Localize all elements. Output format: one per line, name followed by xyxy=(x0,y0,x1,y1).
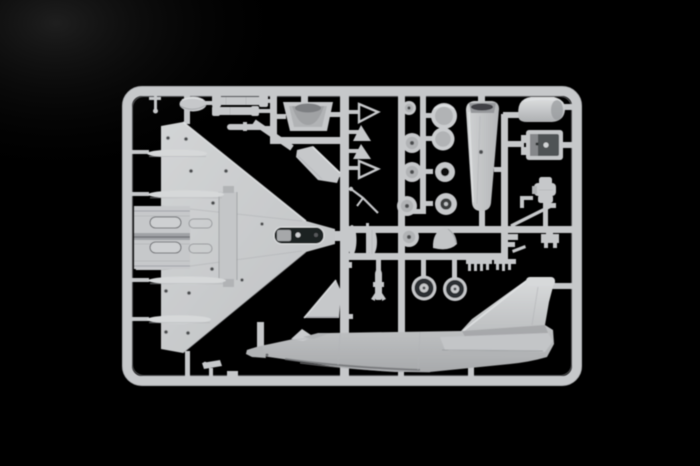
sprue-frame xyxy=(122,86,582,386)
part-door-hinges xyxy=(466,259,516,271)
part-wheel-hubs xyxy=(397,101,422,247)
part-tires xyxy=(431,103,457,151)
part-fuselage-side-tailfin xyxy=(246,277,555,373)
main-wheel-right xyxy=(443,277,467,301)
part-missile-rail-1 xyxy=(212,95,268,107)
part-airbrake xyxy=(296,146,341,183)
part-wheel-ring-open xyxy=(435,162,455,182)
exhaust-shelf xyxy=(134,206,190,269)
part-ejection-seat xyxy=(532,177,556,203)
cockpit-opening xyxy=(273,226,325,245)
part-missile-rail-2 xyxy=(212,106,259,116)
part-rod xyxy=(227,122,263,131)
part-exhaust-shroud xyxy=(283,102,333,131)
part-missile-fins xyxy=(353,102,381,180)
part-fuselage-top-delta-wing xyxy=(134,121,335,354)
part-main-wheels xyxy=(411,275,467,301)
part-blades xyxy=(347,223,377,255)
surface-holes xyxy=(164,136,264,335)
part-pitot xyxy=(149,95,161,114)
part-canard xyxy=(303,279,341,319)
part-intake-duct xyxy=(466,101,499,211)
part-antenna xyxy=(348,186,379,214)
spine-ridge xyxy=(218,186,238,287)
part-windscreen xyxy=(432,227,457,250)
part-gear-leg-thin xyxy=(342,262,353,319)
part-wheel-ring-dark xyxy=(435,193,457,215)
part-missile xyxy=(371,263,386,301)
part-gear-leg-t xyxy=(202,360,238,380)
wing-strakes xyxy=(147,149,226,324)
main-wheel-left xyxy=(411,275,437,301)
nozzle-openings xyxy=(149,216,213,254)
part-gear-cluster xyxy=(506,196,559,253)
part-canopy xyxy=(179,96,207,112)
part-fuselage-spine xyxy=(518,97,566,122)
part-cockpit-tub xyxy=(521,130,563,160)
